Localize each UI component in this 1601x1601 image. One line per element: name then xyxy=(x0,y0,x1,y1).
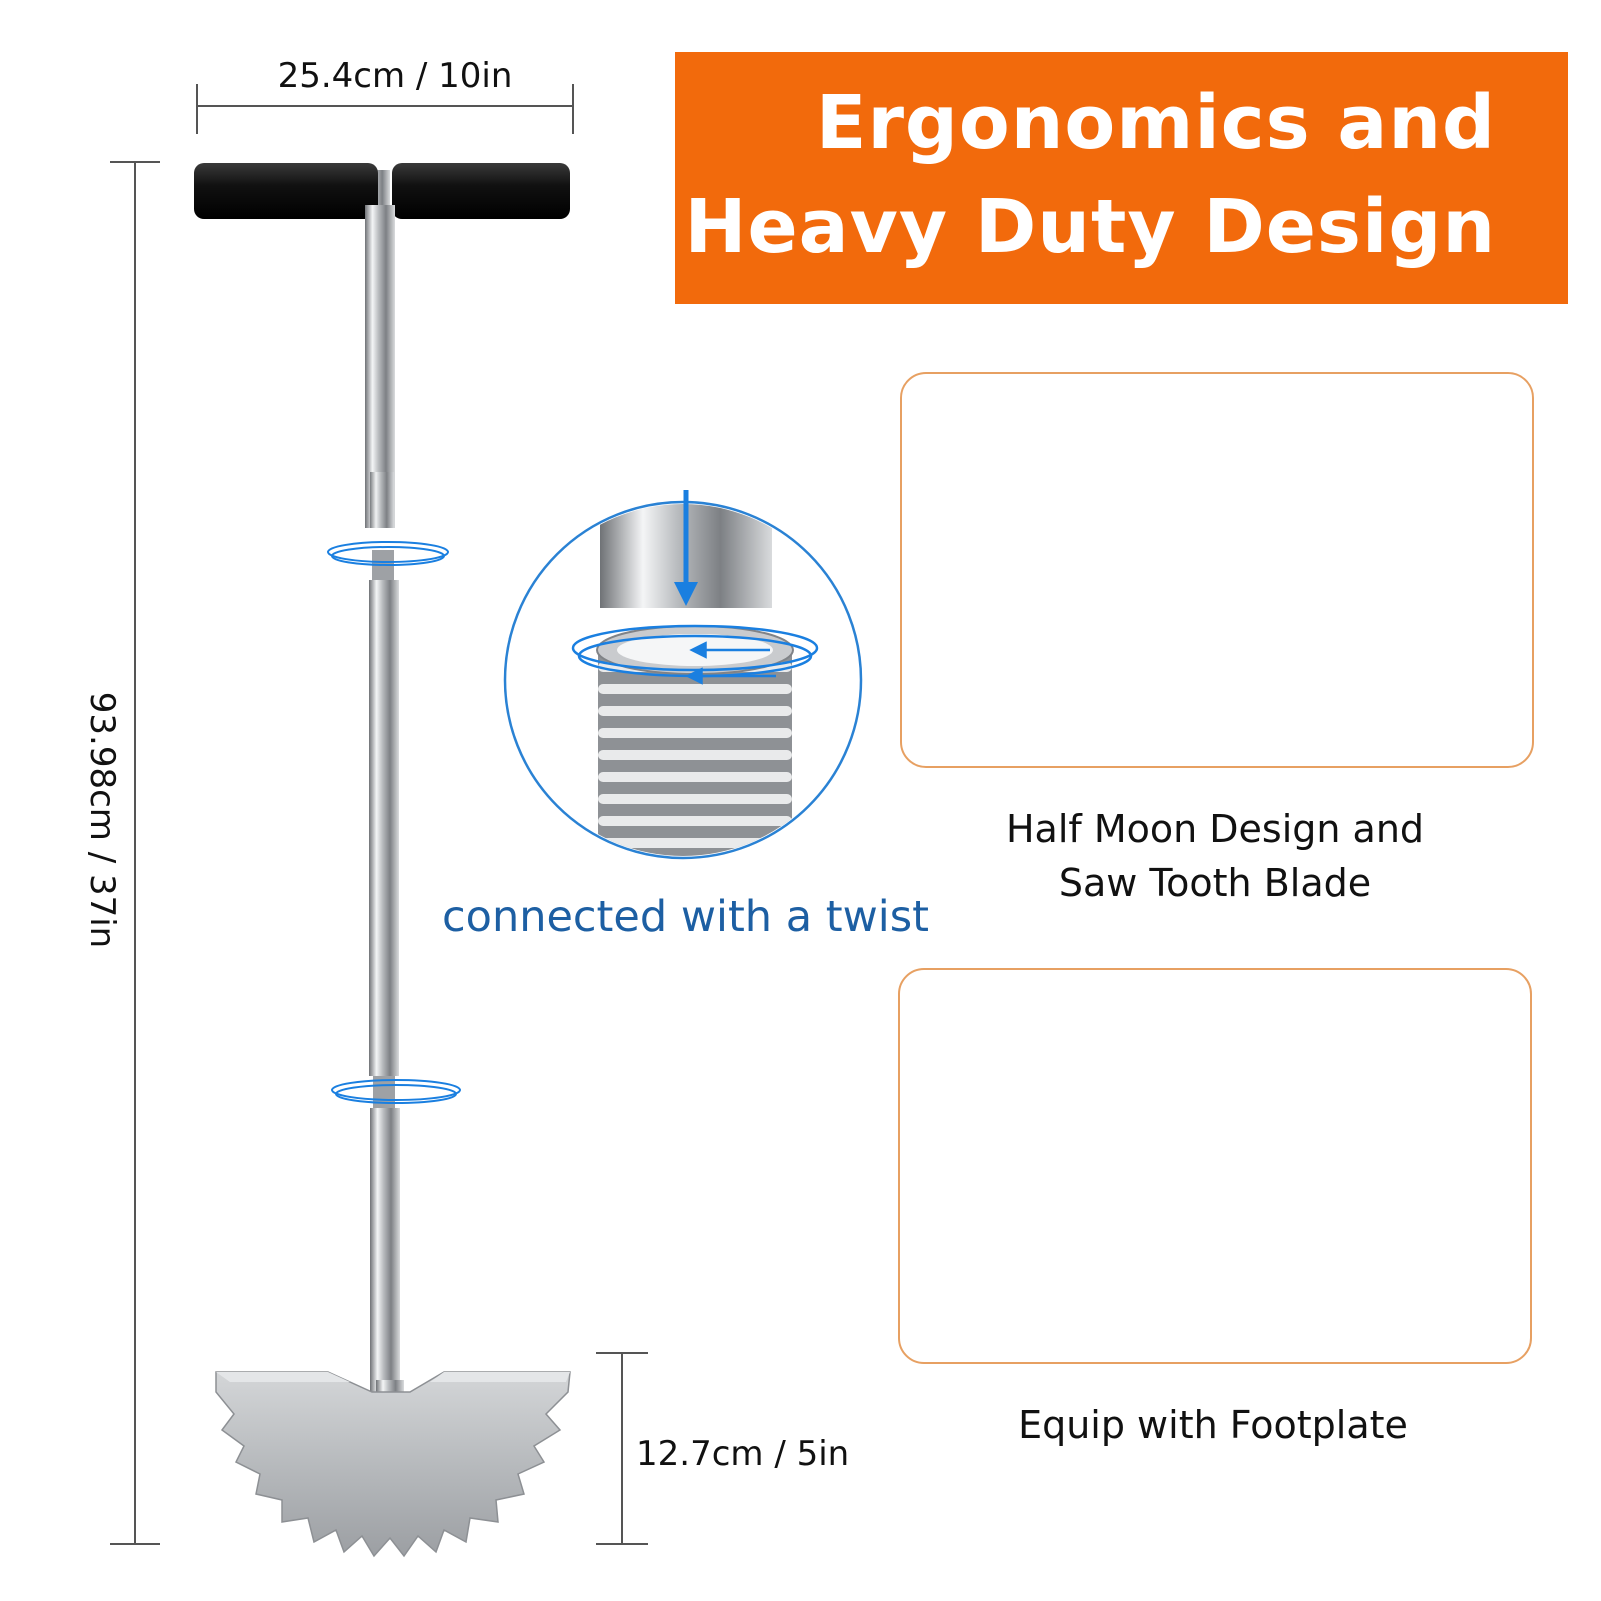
height-dimension-label: 93.98cm / 37in xyxy=(82,691,122,949)
headline-banner: Ergonomics and Heavy Duty Design xyxy=(675,52,1568,304)
height-dimension-line xyxy=(110,161,160,1545)
feature-caption-line-1: Half Moon Design and xyxy=(1005,807,1425,851)
feature-card-footplate xyxy=(898,968,1532,1364)
left-foam-grip xyxy=(194,163,378,219)
headline-line-1: Ergonomics and xyxy=(815,80,1496,166)
feature-card-half-moon xyxy=(900,372,1534,768)
feature-caption-half-moon: Half Moon Design and Saw Tooth Blade xyxy=(900,802,1530,910)
feature-caption-line-1: Equip with Footplate xyxy=(1018,1403,1408,1447)
thread-rings xyxy=(598,650,792,856)
twist-caption: connected with a twist xyxy=(442,892,929,942)
garden-edger-tool xyxy=(194,163,571,1558)
twist-connection-detail xyxy=(503,490,863,860)
blade-dimension-label: 12.7cm / 5in xyxy=(636,1434,850,1474)
twist-ring-upper xyxy=(327,541,449,566)
width-dimension-label: 25.4cm / 10in xyxy=(277,56,513,96)
blade-dimension-line xyxy=(596,1352,648,1545)
twist-direction-arrow-icon xyxy=(571,624,819,685)
width-dimension-line xyxy=(196,84,574,134)
feature-caption-line-2: Saw Tooth Blade xyxy=(1058,861,1372,905)
headline-line-2: Heavy Duty Design xyxy=(684,184,1496,270)
right-foam-grip xyxy=(392,163,570,219)
feature-caption-footplate: Equip with Footplate xyxy=(898,1398,1528,1452)
saw-tooth-blade xyxy=(215,1371,571,1558)
down-arrow-icon xyxy=(674,490,698,606)
twist-ring-lower xyxy=(331,1079,461,1104)
